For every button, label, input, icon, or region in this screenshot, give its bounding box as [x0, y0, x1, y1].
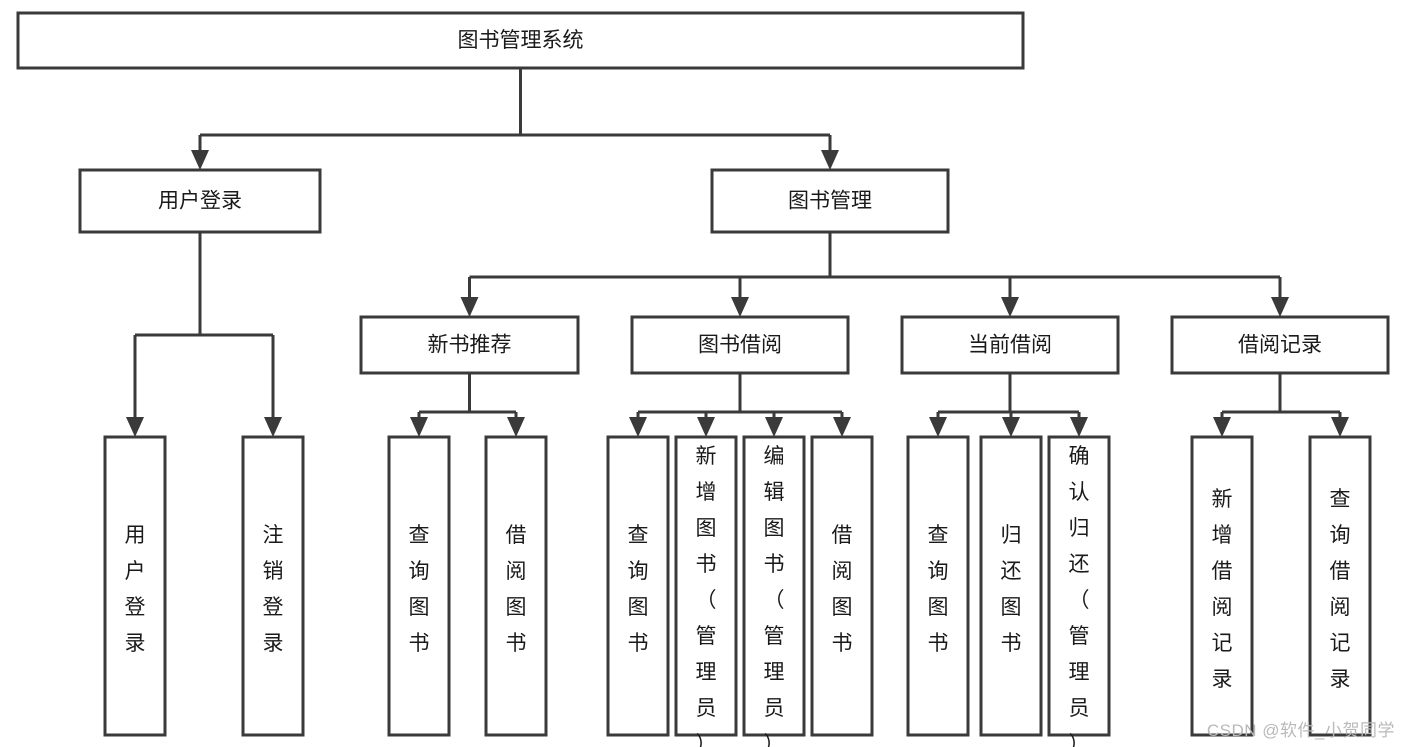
node-box-borrow-record	[1170, 315, 1390, 375]
arrow-head-l3-1-1-1	[697, 417, 715, 437]
arrow-head-root-0	[191, 150, 209, 170]
arrow-head-l2-0-1	[264, 417, 282, 437]
arrow-head-l2-0-0	[126, 417, 144, 437]
arrow-head-l3-1-1-2	[765, 417, 783, 437]
node-user-logout[interactable]: 注销登录	[241, 435, 305, 737]
node-label-book-manage: 图书管理	[788, 190, 872, 213]
node-label-user-logout: 注销登录	[263, 524, 284, 655]
arrow-head-l2-1-3	[1271, 297, 1289, 317]
node-box-user-login-do	[103, 435, 167, 737]
arrow-head-l3-1-3-0	[1213, 417, 1231, 437]
node-borrow-query-book[interactable]: 查询图书	[606, 435, 670, 737]
node-rec-add-record[interactable]: 新增借阅记录	[1190, 435, 1254, 737]
node-label-rec-query-record: 查询借阅记录	[1330, 488, 1351, 691]
node-borrow-do-borrow[interactable]: 借阅图书	[810, 435, 874, 737]
node-label-current-borrow: 当前借阅	[968, 334, 1052, 357]
arrow-head-l3-1-1-0	[629, 417, 647, 437]
node-box-borrow-add-book	[674, 435, 738, 737]
node-label-cur-confirm-return: 确认归还（管理员）	[1069, 445, 1090, 747]
node-label-cur-query-book: 查询图书	[928, 524, 949, 655]
node-label-rec-add-record: 新增借阅记录	[1212, 488, 1233, 691]
arrow-head-l2-1-0	[460, 297, 479, 317]
node-cur-confirm-return[interactable]: 确认归还（管理员）	[1047, 435, 1111, 747]
arrow-head-l3-1-2-2	[1070, 417, 1088, 437]
node-borrow-edit-book[interactable]: 编辑图书（管理员）	[742, 435, 806, 747]
node-user-login-do[interactable]: 用户登录	[103, 435, 167, 737]
arrow-head-l3-1-0-1	[507, 417, 525, 437]
node-label-root: 图书管理系统	[458, 29, 584, 52]
nodes-layer: 图书管理系统用户登录用户登录注销登录图书管理新书推荐查询图书借阅图书图书借阅查询…	[16, 11, 1390, 747]
node-box-new-book-rec	[359, 315, 580, 375]
node-label-new-book-rec: 新书推荐	[428, 334, 512, 357]
node-label-borrow-edit-book: 编辑图书（管理员）	[764, 445, 785, 747]
node-user-login[interactable]: 用户登录	[78, 168, 322, 234]
arrow-head-root-1	[821, 150, 839, 170]
node-label-rec-query-book: 查询图书	[409, 524, 430, 655]
node-box-user-login	[78, 168, 322, 234]
node-box-rec-borrow-book	[484, 435, 548, 737]
node-borrow-record[interactable]: 借阅记录	[1170, 315, 1390, 375]
node-rec-borrow-book[interactable]: 借阅图书	[484, 435, 548, 737]
node-box-cur-return-book	[979, 435, 1043, 737]
node-cur-query-book[interactable]: 查询图书	[906, 435, 970, 737]
node-box-root	[16, 11, 1025, 70]
node-box-rec-query-record	[1308, 435, 1372, 737]
node-root[interactable]: 图书管理系统	[16, 11, 1025, 70]
arrow-head-l3-1-2-1	[1002, 417, 1020, 437]
node-label-borrow-do-borrow: 借阅图书	[832, 524, 853, 655]
node-rec-query-record[interactable]: 查询借阅记录	[1308, 435, 1372, 737]
node-rec-query-book[interactable]: 查询图书	[387, 435, 451, 737]
node-label-borrow-query-book: 查询图书	[628, 524, 649, 655]
node-label-rec-borrow-book: 借阅图书	[506, 524, 527, 655]
node-box-rec-query-book	[387, 435, 451, 737]
arrow-head-l3-1-3-1	[1331, 417, 1349, 437]
node-book-borrow[interactable]: 图书借阅	[630, 315, 850, 375]
node-label-borrow-record: 借阅记录	[1238, 334, 1322, 357]
node-box-borrow-do-borrow	[810, 435, 874, 737]
node-label-cur-return-book: 归还图书	[1001, 524, 1022, 655]
node-book-manage[interactable]: 图书管理	[710, 168, 950, 234]
arrow-head-l2-1-2	[1001, 297, 1019, 317]
arrow-head-l3-1-0-0	[410, 417, 428, 437]
node-box-borrow-query-book	[606, 435, 670, 737]
arrow-head-l3-1-2-0	[929, 417, 947, 437]
node-box-cur-confirm-return	[1047, 435, 1111, 737]
connectors-layer	[126, 68, 1349, 437]
node-label-book-borrow: 图书借阅	[698, 334, 782, 357]
node-cur-return-book[interactable]: 归还图书	[979, 435, 1043, 737]
node-box-rec-add-record	[1190, 435, 1254, 737]
arrow-head-l2-1-1	[731, 297, 749, 317]
arrow-head-l3-1-1-3	[833, 417, 851, 437]
node-box-current-borrow	[900, 315, 1120, 375]
node-current-borrow[interactable]: 当前借阅	[900, 315, 1120, 375]
node-label-user-login-do: 用户登录	[125, 524, 146, 655]
node-borrow-add-book[interactable]: 新增图书（管理员）	[674, 435, 738, 747]
node-box-book-borrow	[630, 315, 850, 375]
node-box-cur-query-book	[906, 435, 970, 737]
node-label-user-login: 用户登录	[158, 190, 242, 213]
csdn-watermark: CSDN @软件_小贺同学	[1206, 721, 1395, 740]
node-label-borrow-add-book: 新增图书（管理员）	[696, 445, 717, 747]
node-box-user-logout	[241, 435, 305, 737]
node-box-borrow-edit-book	[742, 435, 806, 737]
node-box-book-manage	[710, 168, 950, 234]
node-new-book-rec[interactable]: 新书推荐	[359, 315, 580, 375]
